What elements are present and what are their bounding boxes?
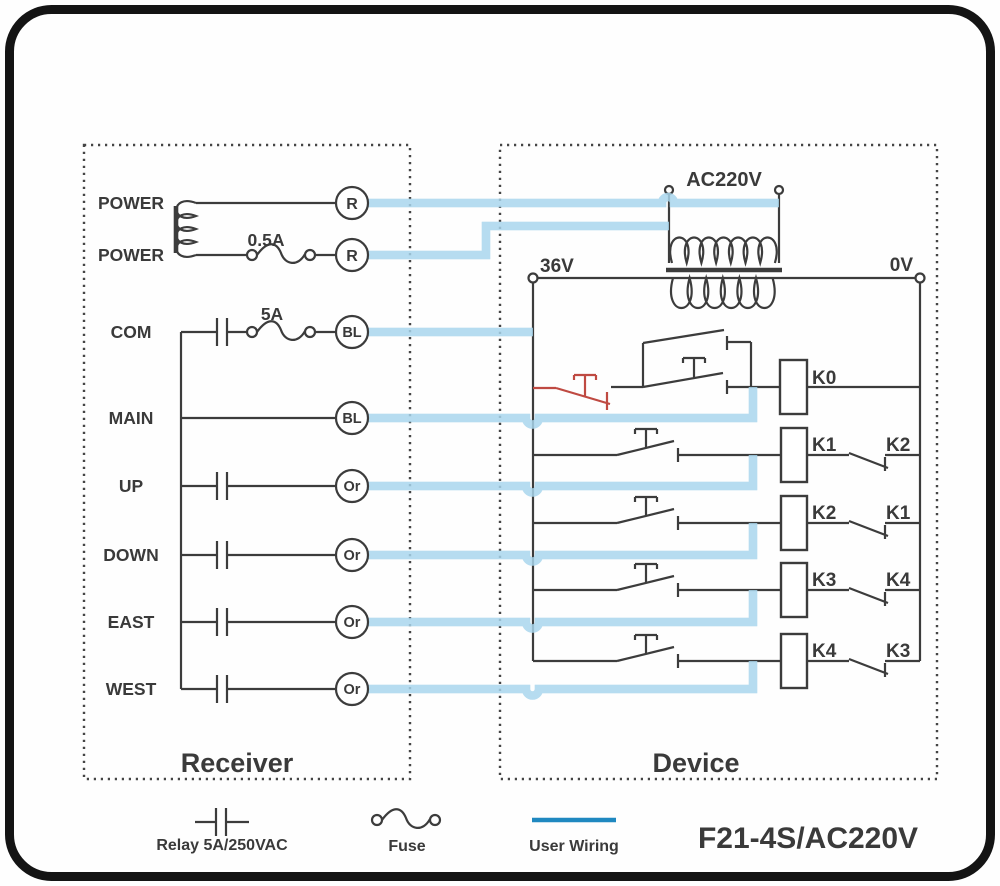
coil-k3 — [779, 561, 809, 619]
receiver-box — [82, 143, 412, 781]
row-label-down: DOWN — [103, 545, 158, 565]
receiver-wiring — [173, 200, 336, 703]
coil-label-k4: K4 — [812, 641, 837, 662]
labels: POWER POWER COM MAIN UP DOWN EAST WEST R… — [98, 169, 918, 855]
antenna-coil — [175, 200, 200, 258]
terminal-label-bl1: BL — [342, 325, 361, 341]
row-label-west: WEST — [106, 679, 157, 699]
row-label-up: UP — [119, 476, 144, 496]
coil-k1 — [779, 426, 809, 484]
fuse-5a — [256, 320, 306, 341]
receiver-terminals — [334, 185, 370, 707]
terminal-label-or2: Or — [344, 548, 361, 564]
secondary-right-label: 0V — [890, 255, 914, 276]
legend-fuse-symbol — [381, 808, 431, 829]
coil-label-k2: K2 — [812, 503, 836, 524]
legend-user-wiring-label: User Wiring — [529, 838, 619, 855]
receiver-title: Receiver — [181, 748, 294, 778]
image-border-frame — [5, 5, 995, 881]
coil-label-k1: K1 — [812, 435, 837, 456]
terminal-label-r1: R — [346, 196, 358, 213]
coil-label-k0: K0 — [812, 368, 836, 389]
row-label-east: EAST — [108, 612, 155, 632]
row-label-power2: POWER — [98, 245, 164, 265]
coil-k4 — [779, 632, 809, 690]
user-wiring — [368, 197, 779, 696]
row-label-power1: POWER — [98, 193, 164, 213]
interlock-label-row2: K1 — [886, 503, 911, 524]
stop-button-red — [533, 373, 611, 410]
device-title: Device — [652, 748, 739, 778]
fuse-rating-com: 5A — [261, 304, 284, 324]
legend — [195, 808, 616, 836]
row-label-main: MAIN — [109, 408, 154, 428]
secondary-left-label: 36V — [540, 256, 574, 277]
device-wiring — [527, 184, 926, 690]
interlock-label-row3: K4 — [886, 570, 911, 591]
coil-label-k3: K3 — [812, 570, 836, 591]
terminal-label-or1: Or — [344, 479, 361, 495]
coil-k0 — [778, 358, 809, 416]
terminal-label-r2: R — [346, 248, 358, 265]
ac-terminal-right — [773, 184, 785, 196]
legend-relay-symbol — [195, 808, 249, 836]
interlock-label-row4: K3 — [886, 641, 910, 662]
terminal-0v — [914, 272, 926, 284]
interlock-label-row1: K2 — [886, 435, 910, 456]
supply-label: AC220V — [686, 169, 762, 191]
terminal-36v — [527, 272, 539, 284]
transformer-primary-coil — [669, 236, 778, 267]
terminal-label-or4: Or — [344, 682, 361, 698]
fuse-rating-power: 0.5A — [248, 230, 285, 250]
device-box — [498, 143, 939, 781]
terminal-label-bl2: BL — [342, 411, 361, 427]
row-label-com: COM — [111, 322, 152, 342]
model-title: F21-4S/AC220V — [698, 822, 918, 855]
legend-fuse-label: Fuse — [388, 838, 425, 855]
terminal-label-or3: Or — [344, 615, 361, 631]
fuse-0-5a — [256, 243, 306, 264]
legend-relay-label: Relay 5A/250VAC — [156, 837, 288, 854]
transformer-secondary-coil — [670, 273, 776, 310]
coil-k2 — [779, 494, 809, 552]
